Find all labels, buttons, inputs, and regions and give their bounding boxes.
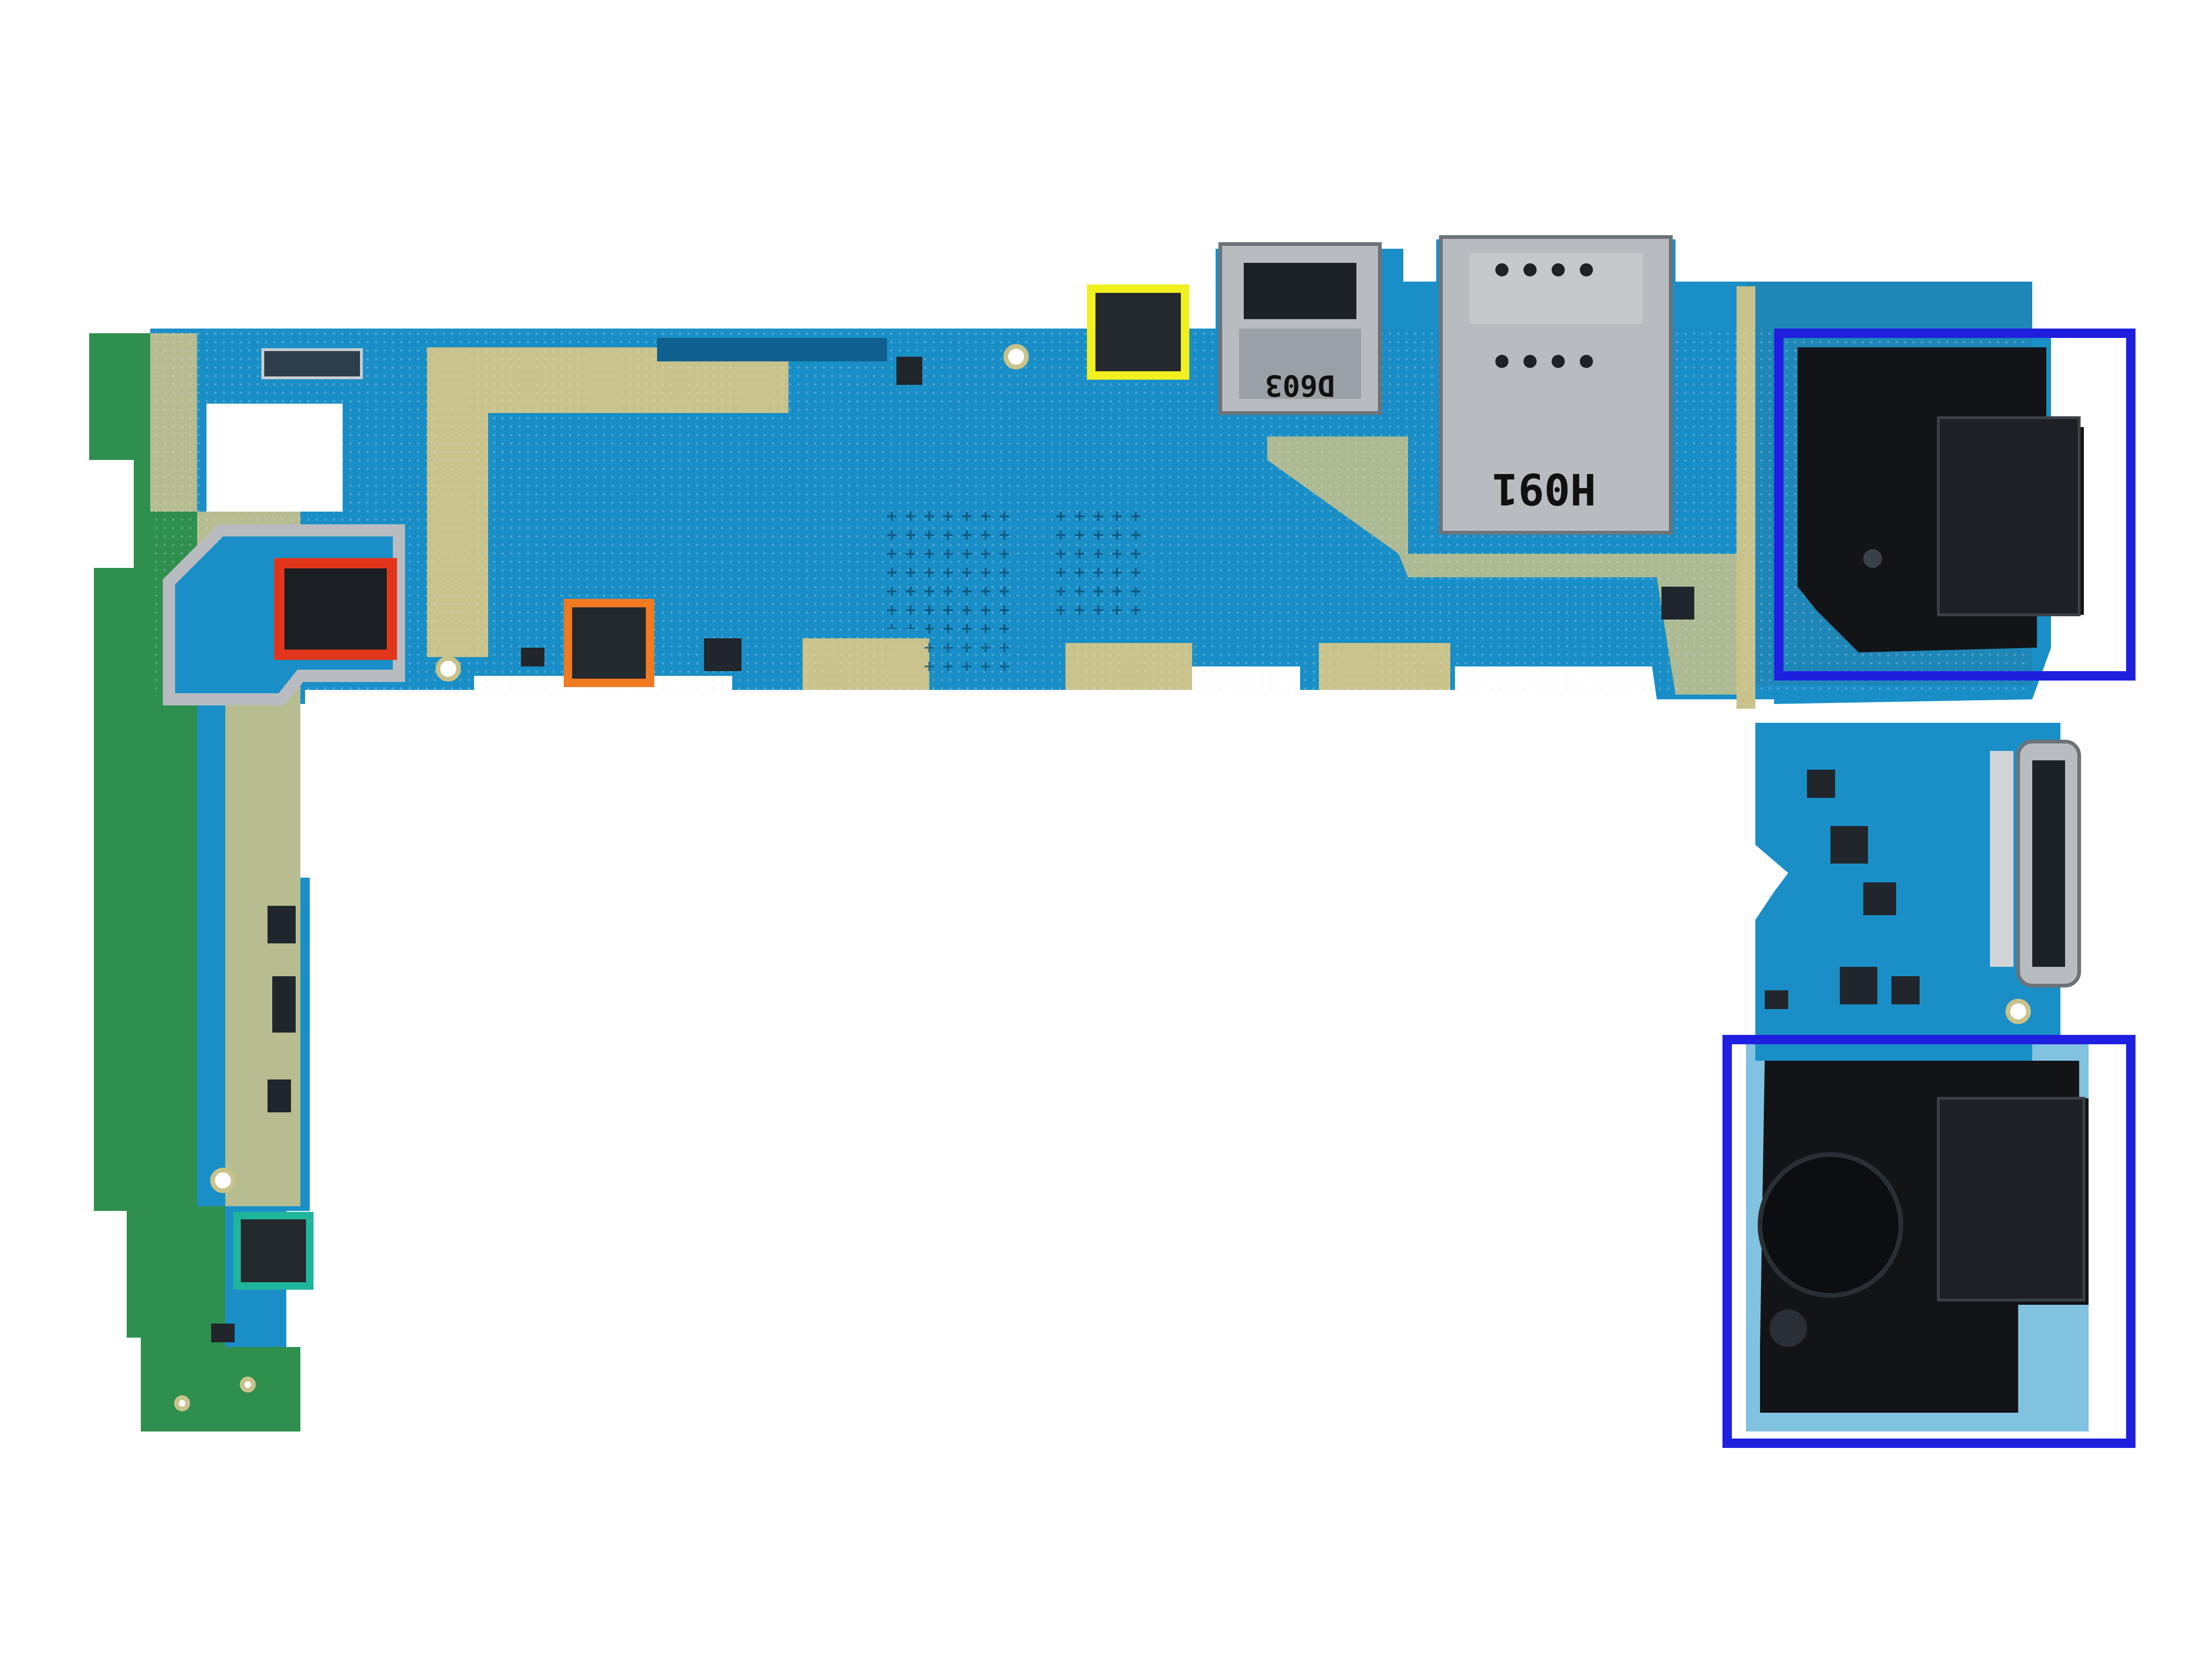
sim-card-tray: H091 xyxy=(1439,235,1673,535)
speaker-highlight-blue-bottom xyxy=(1722,1035,2135,1448)
test-point-grid-2 xyxy=(1047,512,1150,620)
smd-components xyxy=(211,357,1920,1342)
dock-connector xyxy=(1990,740,2081,987)
sd-tray-stencil: D603 xyxy=(1265,368,1335,403)
sim-tray-stencil: H091 xyxy=(1492,464,1596,514)
pcb-right-module xyxy=(1755,723,2060,1061)
chip-highlight-teal xyxy=(233,1212,314,1290)
speaker-enclosure-bottom xyxy=(1758,1061,2089,1413)
display-connector xyxy=(261,348,363,379)
chip-highlight-yellow xyxy=(1087,284,1189,380)
green-flex-strip xyxy=(89,333,300,1431)
mounting-holes xyxy=(174,344,2031,1411)
chip-highlight-red xyxy=(274,558,397,660)
sd-card-tray: D603 xyxy=(1218,242,1382,415)
test-point-grid-1 xyxy=(878,512,1018,629)
test-point-grid-3 xyxy=(915,610,1018,671)
connector-row-top xyxy=(657,338,887,361)
speaker-highlight-blue-top xyxy=(1774,329,2135,681)
speaker-enclosure-top xyxy=(1798,347,2084,652)
board-cutout xyxy=(207,404,343,512)
chip-highlight-orange xyxy=(564,599,654,687)
